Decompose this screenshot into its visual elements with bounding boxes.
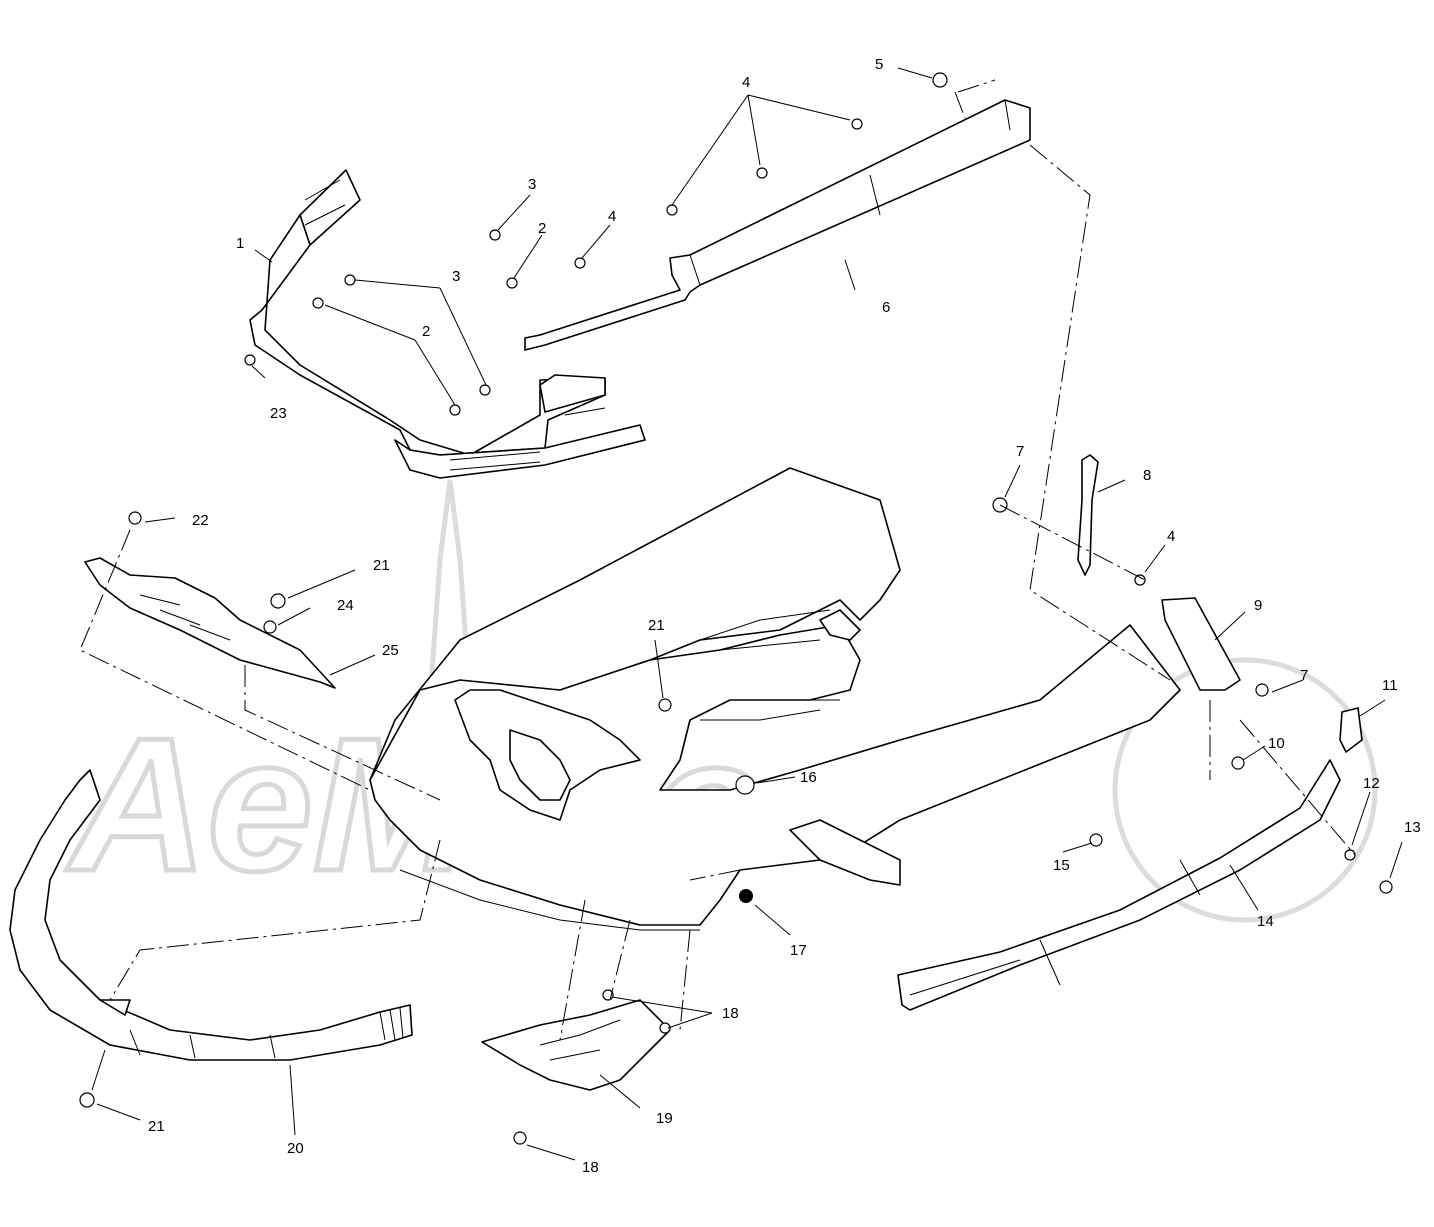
callout-11: 11	[1382, 677, 1398, 694]
callout-21c: 21	[148, 1118, 165, 1135]
nut-21b	[658, 698, 672, 712]
part-6-upper-rail	[524, 99, 1031, 413]
screw-18c	[513, 1131, 527, 1145]
nut-5	[932, 72, 948, 88]
rivet-4d	[574, 257, 586, 269]
screw-3b	[344, 274, 356, 286]
watermark-spire	[427, 479, 473, 701]
callout-20: 20	[287, 1140, 304, 1157]
washer-2c	[449, 404, 461, 416]
callout-16: 16	[800, 769, 817, 786]
assembly-lines	[79, 79, 1356, 1041]
ring-13	[1379, 880, 1393, 894]
callout-25: 25	[382, 642, 399, 659]
washer-24	[263, 620, 277, 634]
callout-10: 10	[1268, 735, 1285, 752]
rivet-4c	[666, 204, 678, 216]
washer-2b	[312, 297, 324, 309]
callout-3a: 3	[528, 176, 536, 193]
screw-22	[128, 511, 142, 525]
part-20-left-bumper	[9, 769, 413, 1061]
callout-24: 24	[337, 597, 354, 614]
grommet-16	[735, 775, 755, 795]
callout-19: 19	[656, 1110, 673, 1127]
nut-21a	[270, 593, 286, 609]
callout-15: 15	[1053, 857, 1070, 874]
callout-21a: 21	[373, 557, 390, 574]
part-19-skid-plate	[481, 999, 671, 1091]
callout-9: 9	[1254, 597, 1262, 614]
callout-2b: 2	[422, 323, 430, 340]
rivet-23	[244, 354, 256, 366]
callout-23: 23	[270, 405, 287, 422]
part-14-right-bumper	[897, 759, 1341, 1011]
washer-2a	[506, 277, 518, 289]
callout-1: 1	[236, 235, 244, 252]
rivet-7b	[1255, 683, 1269, 697]
callout-22: 22	[192, 512, 209, 529]
rivet-4b	[756, 167, 768, 179]
callouts: 1 2 2 3 3 4 4 4 5 6 7 7 8 9 10 11 12 13 …	[148, 56, 1421, 1176]
callout-14: 14	[1257, 913, 1274, 930]
callout-12: 12	[1363, 775, 1380, 792]
part-25-side-plate	[84, 557, 336, 689]
callout-4b: 4	[608, 208, 616, 225]
callout-5: 5	[875, 56, 883, 73]
part-9-bracket	[1161, 597, 1241, 691]
callout-8: 8	[1143, 467, 1151, 484]
leader-lines	[91, 67, 1403, 1161]
rivet-4a	[851, 118, 863, 130]
hardware	[79, 72, 1393, 1145]
part-8-strap	[1077, 454, 1099, 576]
callout-4a: 4	[742, 74, 750, 91]
screw-12	[1344, 849, 1356, 861]
rivet-10	[1231, 756, 1245, 770]
part-1-bracket	[249, 169, 646, 479]
callout-18a: 18	[722, 1005, 739, 1022]
nut-21c	[79, 1092, 95, 1108]
callout-2a: 2	[538, 220, 546, 237]
callout-21b: 21	[648, 617, 665, 634]
callout-17: 17	[790, 942, 807, 959]
screw-18b	[659, 1022, 671, 1034]
screw-3c	[479, 384, 491, 396]
plug-17	[739, 889, 753, 903]
screw-3a	[489, 229, 501, 241]
part-11-clip	[1339, 707, 1363, 753]
callout-4c: 4	[1167, 528, 1175, 545]
callout-13: 13	[1404, 819, 1421, 836]
callout-6: 6	[882, 299, 890, 316]
main-hood	[369, 467, 1181, 931]
callout-18b: 18	[582, 1159, 599, 1176]
rivet-4e	[1134, 574, 1146, 586]
watermark-wheel	[1112, 657, 1378, 923]
callout-3b: 3	[452, 268, 460, 285]
callout-7b: 7	[1300, 667, 1308, 684]
rivet-15	[1089, 833, 1103, 847]
callout-7a: 7	[1016, 443, 1024, 460]
